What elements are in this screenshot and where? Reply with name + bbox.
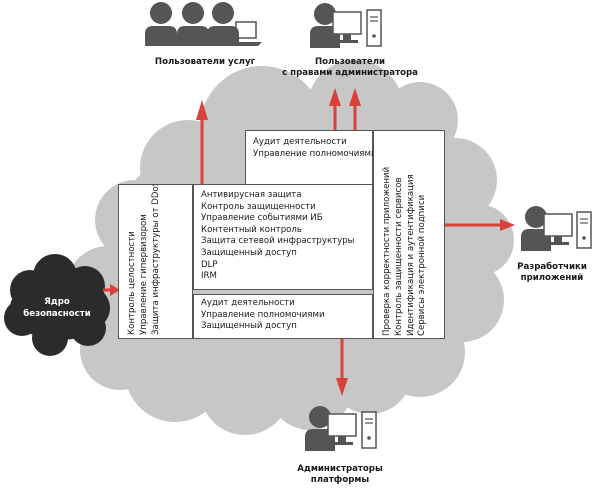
arrow-to-developers <box>445 219 515 231</box>
security-core-cloud <box>4 254 110 356</box>
middle-box: Антивирусная защита Контроль защищенност… <box>193 184 373 290</box>
left-vertical-box-text: Контроль целостности Управление гипервиз… <box>127 184 161 335</box>
bottom-box: Аудит деятельности Управление полномочия… <box>193 294 373 339</box>
platform-admins-label: Администраторы платформы <box>297 464 383 485</box>
workstation-user-icon <box>305 406 377 451</box>
people-group-icon <box>145 2 262 46</box>
admin-users-label: Пользователи с правами администратора <box>282 57 418 78</box>
developers-label: Разработчики приложений <box>517 262 587 283</box>
workstation-user-icon <box>310 3 382 48</box>
left-vertical-box: Контроль целостности Управление гипервиз… <box>118 184 193 339</box>
right-vertical-box-text: Проверка корректности приложений Контрол… <box>382 166 428 336</box>
workstation-user-icon <box>521 206 592 251</box>
right-vertical-box: Проверка корректности приложений Контрол… <box>373 130 445 339</box>
security-core-label: Ядро безопасности <box>23 297 91 319</box>
arrow-to-service-users <box>196 100 208 190</box>
arrow-to-platform-admins <box>336 338 348 396</box>
service-users-label: Пользователи услуг <box>154 57 256 67</box>
top-small-box: Аудит деятельности Управление полномочия… <box>245 130 377 185</box>
core-arrow <box>103 284 120 296</box>
